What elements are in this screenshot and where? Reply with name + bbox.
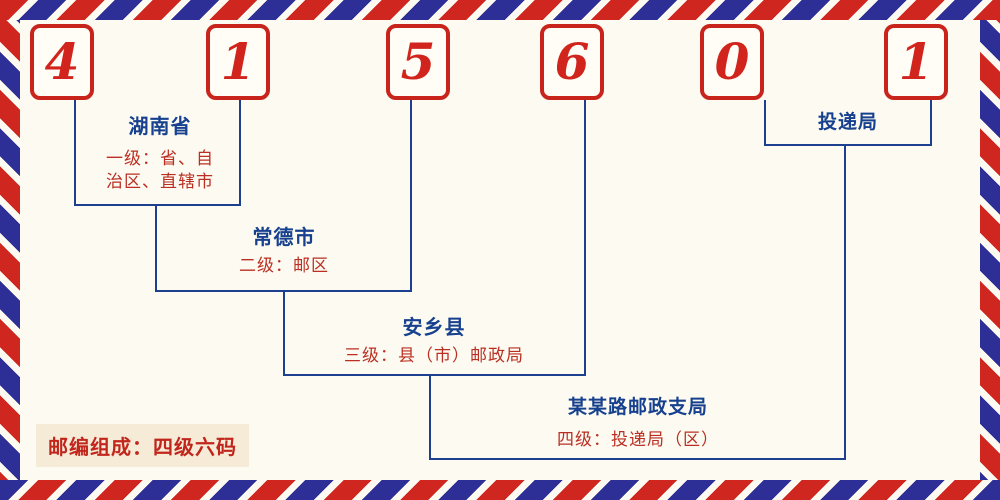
connector-line xyxy=(74,204,241,206)
connector-line xyxy=(584,100,586,376)
digit-2: 1 xyxy=(220,32,256,91)
connector-line xyxy=(283,374,586,376)
connector-line xyxy=(764,100,766,146)
connector-line xyxy=(410,100,412,292)
digit-box-4: 6 xyxy=(540,24,604,100)
connector-line xyxy=(74,100,76,206)
connector-line xyxy=(764,144,932,146)
province-desc-line2: 治区、直辖市 xyxy=(106,172,214,192)
city-desc: 二级：邮区 xyxy=(239,256,329,276)
digit-6: 1 xyxy=(898,32,934,91)
digit-box-1: 4 xyxy=(30,24,94,100)
connector-line xyxy=(429,458,846,460)
connector-line xyxy=(239,100,241,206)
province-desc-line1: 一级：省、自 xyxy=(106,149,214,169)
composition-note: 邮编组成：四级六码 xyxy=(36,424,249,467)
digit-box-5: 0 xyxy=(700,24,764,100)
airmail-border-top xyxy=(0,0,1000,20)
digit-box-2: 1 xyxy=(206,24,270,100)
province-name: 湖南省 xyxy=(128,114,192,138)
delivery-office-name: 投递局 xyxy=(817,111,878,133)
branch-desc: 四级：投递局（区） xyxy=(557,430,719,450)
digit-5: 0 xyxy=(714,32,750,91)
city-name: 常德市 xyxy=(252,225,316,249)
digit-3: 5 xyxy=(400,32,436,91)
connector-line xyxy=(155,206,157,292)
connector-line xyxy=(930,100,932,146)
digit-1: 4 xyxy=(44,32,80,91)
connector-line xyxy=(429,376,431,460)
airmail-border-bottom xyxy=(0,480,1000,500)
digit-box-6: 1 xyxy=(884,24,948,100)
branch-name: 某某路邮政支局 xyxy=(567,396,708,418)
digit-box-3: 5 xyxy=(386,24,450,100)
county-desc: 三级：县（市）邮政局 xyxy=(344,346,524,366)
airmail-border-left xyxy=(0,0,20,500)
connector-line xyxy=(155,290,412,292)
digit-4: 6 xyxy=(554,32,590,91)
county-name: 安乡县 xyxy=(402,315,466,339)
connector-line xyxy=(844,146,846,460)
airmail-border-right xyxy=(980,0,1000,500)
connector-line xyxy=(283,292,285,376)
